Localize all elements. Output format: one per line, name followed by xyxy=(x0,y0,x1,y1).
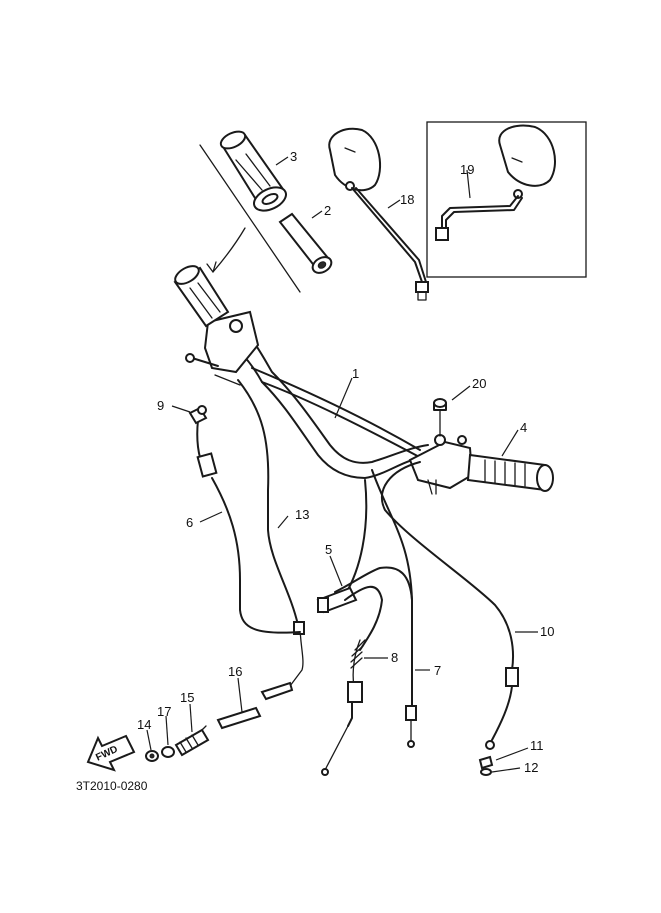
leader-lines xyxy=(146,156,538,773)
exploded-grip-group xyxy=(199,144,301,293)
mirror-inset-box xyxy=(426,121,587,278)
callout-17: 17 xyxy=(157,704,171,719)
throttle-sleeve xyxy=(278,212,333,274)
nut-14 xyxy=(145,750,159,762)
right-switch-housing xyxy=(408,434,474,495)
callout-3: 3 xyxy=(290,149,297,164)
callout-14: 14 xyxy=(137,717,151,732)
grip xyxy=(219,130,287,212)
callout-5: 5 xyxy=(325,542,332,557)
callout-19: 19 xyxy=(460,162,474,177)
bolt xyxy=(433,398,447,411)
callout-15: 15 xyxy=(180,690,194,705)
cable-13 xyxy=(237,379,305,701)
callout-9: 9 xyxy=(157,398,164,413)
cable-6 xyxy=(188,405,301,634)
callout-2: 2 xyxy=(324,203,331,218)
cable-10 xyxy=(380,461,519,776)
handlebar xyxy=(214,317,429,479)
left-switch-housing xyxy=(185,310,260,386)
callout-11: 11 xyxy=(530,738,544,753)
callout-12: 12 xyxy=(524,760,538,775)
callout-4: 4 xyxy=(520,420,527,435)
cable-guide-16 xyxy=(216,706,262,730)
left-grip-installed xyxy=(173,265,230,328)
callout-6: 6 xyxy=(186,515,193,530)
callout-7: 7 xyxy=(434,663,441,678)
callout-10: 10 xyxy=(540,624,554,639)
callout-18: 18 xyxy=(400,192,414,207)
callout-16: 16 xyxy=(228,664,242,679)
callout-13: 13 xyxy=(295,507,309,522)
callout-8: 8 xyxy=(391,650,398,665)
nut-17 xyxy=(161,746,175,758)
callout-labels: 3 2 18 19 1 20 4 9 6 13 5 8 7 10 16 15 1… xyxy=(137,149,554,775)
mirror-left xyxy=(328,127,429,301)
adjuster-15 xyxy=(174,725,210,757)
callout-20: 20 xyxy=(472,376,486,391)
throttle-cable-assembly xyxy=(316,469,417,776)
drawing-code: 3T2010-0280 xyxy=(76,779,148,793)
direction-arrow: FWD xyxy=(86,734,136,772)
right-grip xyxy=(466,453,554,492)
callout-1: 1 xyxy=(352,366,359,381)
